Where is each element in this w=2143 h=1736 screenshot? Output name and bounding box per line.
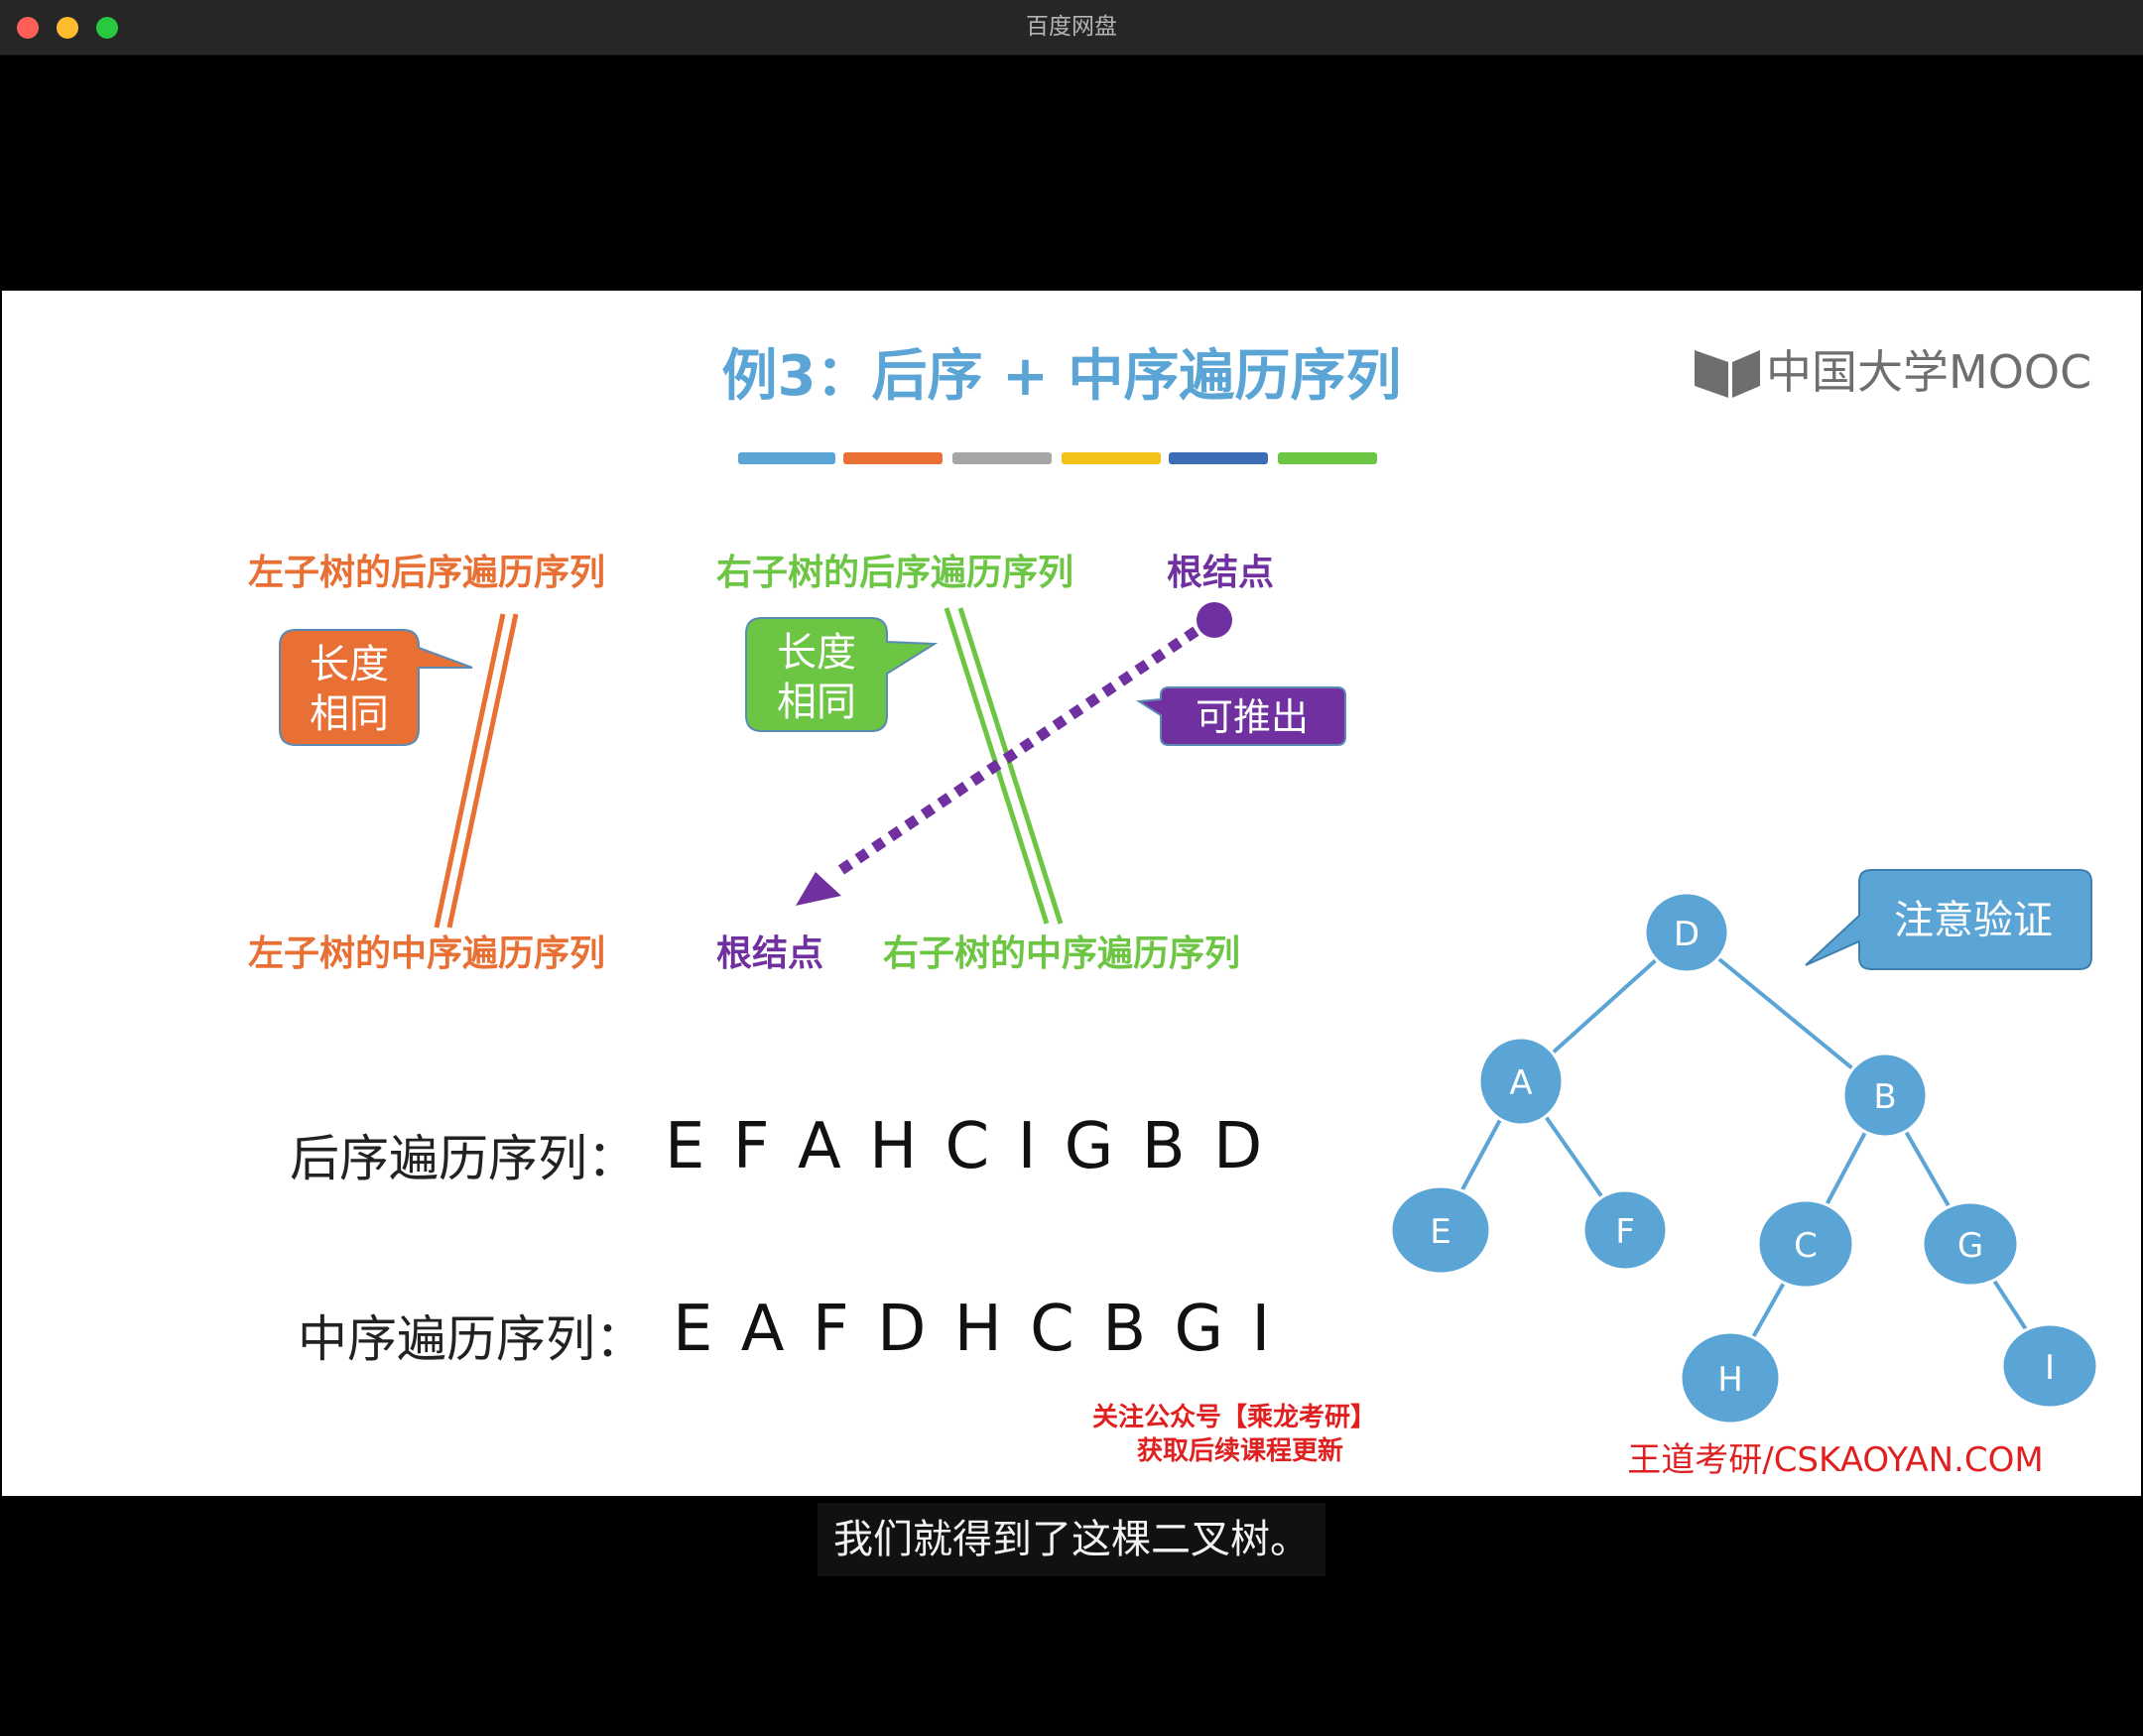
callout-verify-text: 注意验证 <box>1894 898 2053 943</box>
label-left-subtree-inorder: 左子树的中序遍历序列 <box>248 933 605 974</box>
callout-verify: 注意验证 <box>1805 869 2092 970</box>
tree-node-F: F <box>1581 1188 1669 1272</box>
slide-canvas: 例3：后序 + 中序遍历序列 中国大学MOOC 左子树的后序遍历序列 右子树的后… <box>248 344 2099 1480</box>
video-frame[interactable]: 例3：后序 + 中序遍历序列 中国大学MOOC 左子树的后序遍历序列 右子树的后… <box>2 291 2141 1496</box>
label-root-postorder: 根结点 <box>1167 553 1274 593</box>
tree-node-label: E <box>1430 1212 1450 1252</box>
purple-dotted-arrow <box>796 602 1232 906</box>
tree-node-C: C <box>1756 1198 1855 1290</box>
tree-node-G: G <box>1921 1200 2020 1288</box>
postorder-label: 后序遍历序列： <box>290 1130 637 1187</box>
tree-node-label: A <box>1509 1063 1532 1103</box>
callout-purple-text: 可推出 <box>1196 695 1309 739</box>
minimize-window-button[interactable] <box>57 17 78 39</box>
label-right-subtree-inorder: 右子树的中序遍历序列 <box>883 933 1240 974</box>
tree-node-label: C <box>1794 1226 1818 1266</box>
watermark-line1: 关注公众号【乘龙考研】 <box>1092 1402 1376 1432</box>
video-subtitle: 我们就得到了这棵二叉树。 <box>818 1503 1325 1576</box>
title-color-bar-3 <box>952 452 1052 464</box>
title-color-bar-5 <box>1169 452 1268 464</box>
tree-node-B: B <box>1841 1052 1929 1139</box>
title-color-bar-2 <box>843 452 943 464</box>
tree-node-label: G <box>1957 1226 1983 1266</box>
watermark-line2: 获取后续课程更新 <box>1137 1435 1343 1466</box>
tree-node-label: D <box>1674 915 1700 954</box>
callout-green-line2: 相同 <box>777 680 856 725</box>
slide-title: 例3：后序 + 中序遍历序列 <box>722 344 1402 409</box>
title-color-bar-4 <box>1062 452 1161 464</box>
watermark-site: 王道考研/CSKAOYAN.COM <box>1627 1440 2044 1480</box>
callout-green-line1: 长度 <box>777 630 856 676</box>
callout-orange-line1: 长度 <box>310 642 389 687</box>
title-bar: 百度网盘 <box>0 0 2143 56</box>
tree-edges <box>1439 930 2052 1379</box>
arrow-head <box>796 872 841 906</box>
tree-node-D: D <box>1643 891 1730 974</box>
tree-node-A: A <box>1477 1036 1565 1127</box>
callout-orange-line2: 相同 <box>310 691 389 737</box>
tree-node-label: B <box>1873 1077 1896 1117</box>
label-left-subtree-postorder: 左子树的后序遍历序列 <box>248 553 605 593</box>
postorder-values: E F A H C I G B D <box>665 1110 1266 1183</box>
mooc-logo-text: 中国大学MOOC <box>1766 345 2091 399</box>
tree-node-I: I <box>2000 1322 2099 1410</box>
title-color-bars <box>738 452 1377 464</box>
title-color-bar-6 <box>1278 452 1377 464</box>
title-color-bar-1 <box>738 452 835 464</box>
maximize-window-button[interactable] <box>96 17 118 39</box>
tree-node-label: H <box>1717 1360 1743 1400</box>
binary-tree: D A B E F <box>1389 891 2099 1426</box>
callout-purple: 可推出 <box>1135 686 1346 746</box>
label-root-inorder: 根结点 <box>716 933 823 974</box>
label-right-subtree-postorder: 右子树的后序遍历序列 <box>716 553 1073 593</box>
close-window-button[interactable] <box>17 17 39 39</box>
green-double-line <box>944 607 1064 925</box>
callout-green: 长度 相同 <box>745 617 939 732</box>
window-title: 百度网盘 <box>1026 14 1117 40</box>
tree-node-label: I <box>2045 1348 2055 1388</box>
tree-node-H: H <box>1679 1330 1782 1426</box>
mooc-book-icon <box>1695 350 1728 398</box>
callout-orange: 长度 相同 <box>279 629 473 746</box>
inorder-values: E A F D H C B G I <box>673 1293 1274 1366</box>
inorder-label: 中序遍历序列： <box>298 1310 645 1368</box>
orange-double-line <box>434 613 519 929</box>
root-dot <box>1197 602 1232 638</box>
tree-node-label: F <box>1615 1212 1635 1252</box>
tree-node-E: E <box>1389 1184 1492 1276</box>
mooc-logo: 中国大学MOOC <box>1695 345 2091 399</box>
